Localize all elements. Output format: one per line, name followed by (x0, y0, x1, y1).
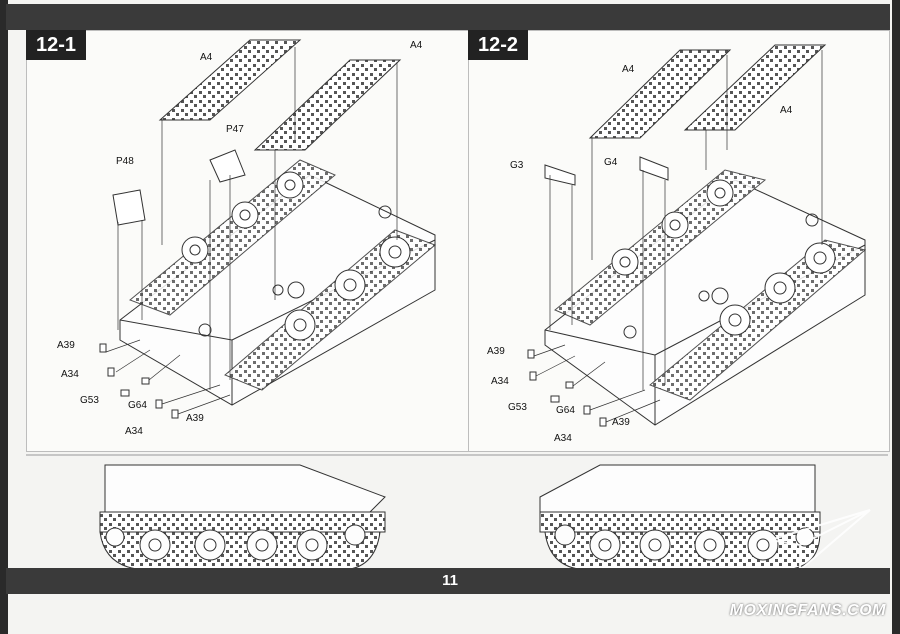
label-a39-top: A39 (57, 340, 75, 351)
label-g3: G3 (510, 160, 524, 171)
bottom-footer-bar (6, 568, 890, 594)
label-g64: G64 (556, 405, 575, 416)
plate-g4 (639, 156, 669, 181)
label-p48: P48 (116, 156, 134, 167)
track-strip-a4-right (253, 59, 402, 151)
plate-p47 (209, 149, 246, 183)
label-g4: G4 (604, 157, 618, 168)
label-a34-bottom: A34 (554, 433, 572, 444)
label-a34-top: A34 (491, 376, 509, 387)
side-view-left (99, 464, 386, 571)
plate-p48 (112, 189, 146, 226)
label-a4-left: A4 (622, 64, 635, 75)
scan-left-edge (0, 0, 8, 634)
label-a34-bottom: A34 (125, 426, 143, 437)
label-g64: G64 (128, 400, 147, 411)
hull-drawing-12-2 (527, 44, 867, 427)
label-g53: G53 (80, 395, 99, 406)
label-a39-bottom: A39 (186, 413, 204, 424)
label-p47: P47 (226, 124, 244, 135)
track-strip-a4-left (158, 39, 302, 121)
scan-right-edge (892, 0, 900, 634)
side-view-right (539, 464, 821, 571)
track-strip-a4-left (588, 49, 732, 139)
step-number-12-1: 12-1 (26, 30, 87, 60)
hull-drawing-12-1 (99, 39, 436, 419)
label-a4-right: A4 (410, 40, 423, 51)
top-header-bar (6, 4, 890, 30)
track-strip-a4-right (683, 44, 827, 131)
watermark-text: MOXINGFANS.COM (729, 602, 886, 619)
plate-g3 (544, 164, 576, 186)
page-number: 11 (442, 572, 458, 589)
step-number-12-2: 12-2 (468, 30, 529, 60)
label-a39-bottom: A39 (612, 417, 630, 428)
label-a4-right: A4 (780, 105, 793, 116)
label-a4-left: A4 (200, 52, 213, 63)
label-a34-top: A34 (61, 369, 79, 380)
label-a39-top: A39 (487, 346, 505, 357)
label-g53: G53 (508, 402, 527, 413)
